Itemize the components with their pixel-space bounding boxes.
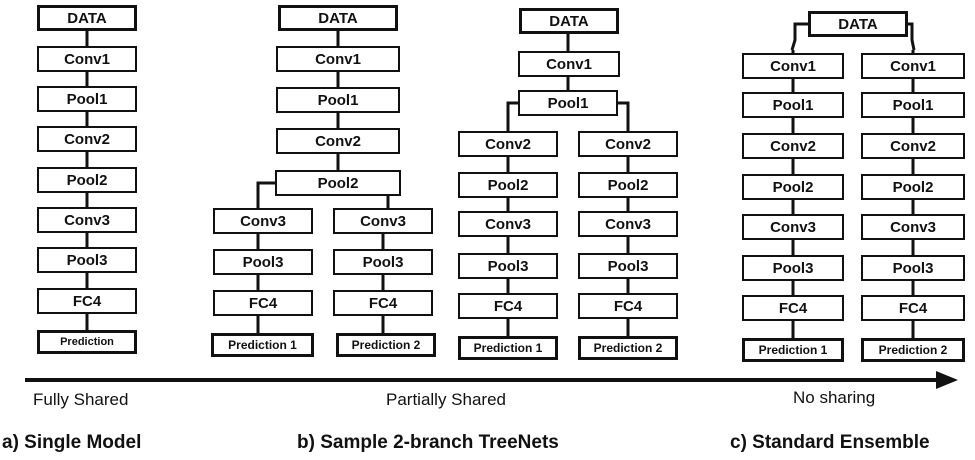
- fc4-box: FC4: [213, 290, 313, 316]
- conv1-box: Conv1: [861, 53, 965, 79]
- conv1-box: Conv1: [37, 46, 137, 72]
- conv3-box: Conv3: [333, 208, 433, 234]
- conv3-box: Conv3: [861, 214, 965, 240]
- caption-treenets: b) Sample 2-branch TreeNets: [297, 432, 559, 453]
- fc4-box: FC4: [742, 295, 844, 321]
- pool2-box: Pool2: [275, 170, 401, 196]
- axis-label-no-sharing: No sharing: [793, 388, 876, 407]
- axis-label-fully-shared: Fully Shared: [33, 390, 129, 409]
- pool1-box: Pool1: [742, 92, 844, 118]
- prediction-1-box: Prediction 1: [742, 338, 844, 362]
- fc4-box: FC4: [861, 295, 965, 321]
- pool3-box: Pool3: [333, 249, 433, 275]
- prediction-2-box: Prediction 2: [336, 333, 436, 357]
- conv3-box: Conv3: [578, 211, 678, 237]
- pool2-box: Pool2: [578, 172, 678, 198]
- pool2-box: Pool2: [742, 174, 844, 200]
- prediction-1-box: Prediction 1: [211, 333, 314, 357]
- fc4-box: FC4: [578, 293, 678, 319]
- data-box: DATA: [808, 11, 908, 37]
- conv3-box: Conv3: [742, 214, 844, 240]
- conv1-box: Conv1: [742, 53, 844, 79]
- pool3-box: Pool3: [578, 253, 678, 279]
- fc4-box: FC4: [37, 288, 137, 314]
- conv3-box: Conv3: [213, 208, 313, 234]
- pool2-box: Pool2: [861, 174, 965, 200]
- pool3-box: Pool3: [213, 249, 313, 275]
- prediction-1-box: Prediction 1: [458, 336, 558, 360]
- prediction-2-box: Prediction 2: [578, 336, 678, 360]
- pool1-box: Pool1: [276, 87, 400, 113]
- data-box: DATA: [37, 5, 137, 31]
- fc4-box: FC4: [333, 290, 433, 316]
- conv2-box: Conv2: [458, 131, 558, 157]
- data-box: DATA: [278, 5, 398, 31]
- conv2-box: Conv2: [276, 128, 400, 154]
- fc4-box: FC4: [458, 293, 558, 319]
- pool1-box: Pool1: [861, 92, 965, 118]
- caption-standard-ensemble: c) Standard Ensemble: [730, 432, 930, 453]
- conv2-box: Conv2: [37, 126, 137, 152]
- pool2-box: Pool2: [458, 172, 558, 198]
- conv2-box: Conv2: [578, 131, 678, 157]
- data-box: DATA: [519, 8, 619, 34]
- conv2-box: Conv2: [742, 133, 844, 159]
- pool2-box: Pool2: [37, 167, 137, 193]
- conv1-box: Conv1: [518, 51, 620, 77]
- conv3-box: Conv3: [37, 207, 137, 233]
- pool3-box: Pool3: [37, 247, 137, 273]
- axis-label-partially-shared: Partially Shared: [386, 390, 507, 409]
- prediction-box: Prediction: [37, 330, 137, 354]
- pool1-box: Pool1: [37, 86, 137, 112]
- caption-single-model: a) Single Model: [2, 432, 142, 453]
- pool3-box: Pool3: [742, 255, 844, 281]
- conv2-box: Conv2: [861, 133, 965, 159]
- conv1-box: Conv1: [276, 46, 400, 72]
- conv3-box: Conv3: [458, 211, 558, 237]
- prediction-2-box: Prediction 2: [861, 338, 965, 362]
- pool1-box: Pool1: [518, 90, 618, 116]
- pool3-box: Pool3: [861, 255, 965, 281]
- pool3-box: Pool3: [458, 253, 558, 279]
